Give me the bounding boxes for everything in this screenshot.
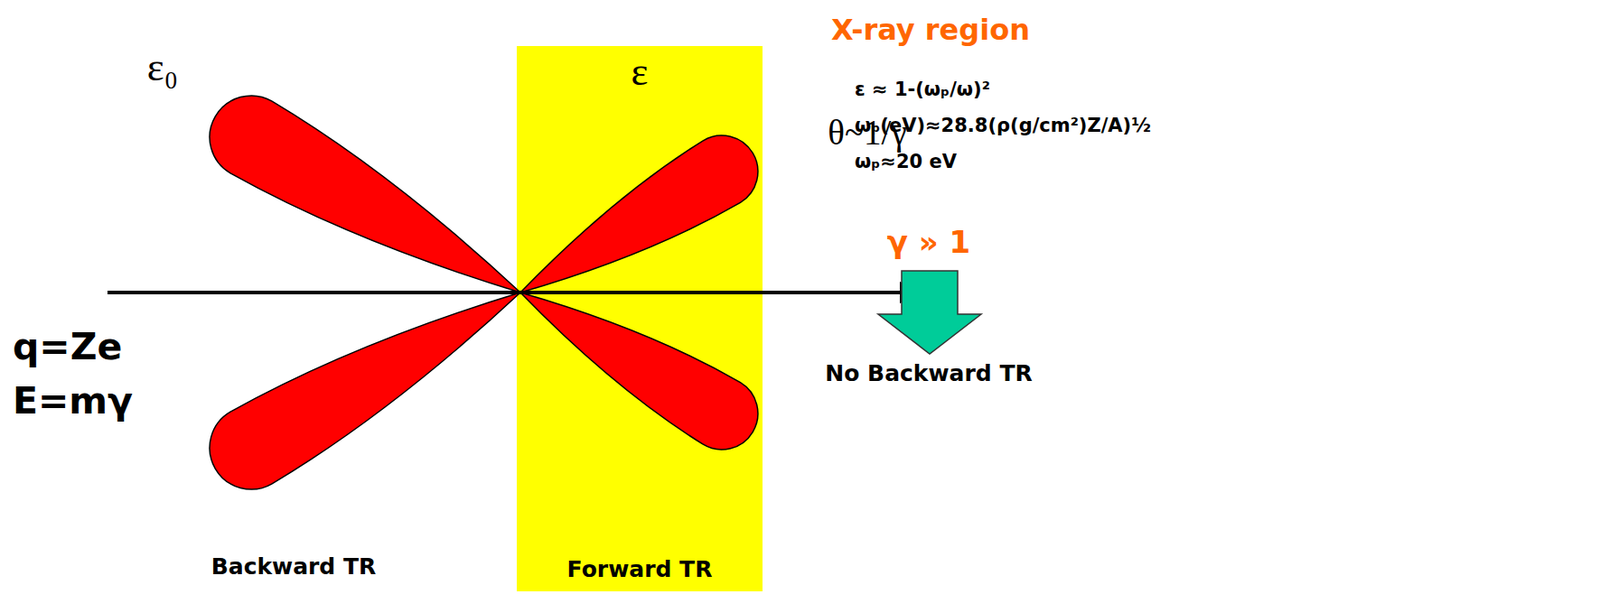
region-label: Forward TR [513, 557, 767, 583]
particle-track [107, 290, 904, 295]
medium-epsilon: ε [513, 49, 767, 95]
energy-label: E=mγ [12, 381, 201, 422]
condition-label: γ » 1 [827, 225, 1030, 260]
section-heading: X-ray region [800, 14, 1061, 47]
formula: ωₚ≈20 eV [854, 151, 1133, 173]
formula: ε ≈ 1-(ωₚ/ω)² [854, 79, 1242, 101]
charge-label: q=Ze [12, 327, 201, 368]
conclusion-label: No Backward TR [791, 361, 1067, 387]
formula: ωₚ(eV)≈28.8(ρ(g/cm²)Z/A)½ [854, 115, 1278, 137]
implication-arrow [878, 271, 982, 355]
region-label: Backward TR [159, 554, 429, 581]
vacuum-epsilon: ε₀ [122, 45, 203, 91]
